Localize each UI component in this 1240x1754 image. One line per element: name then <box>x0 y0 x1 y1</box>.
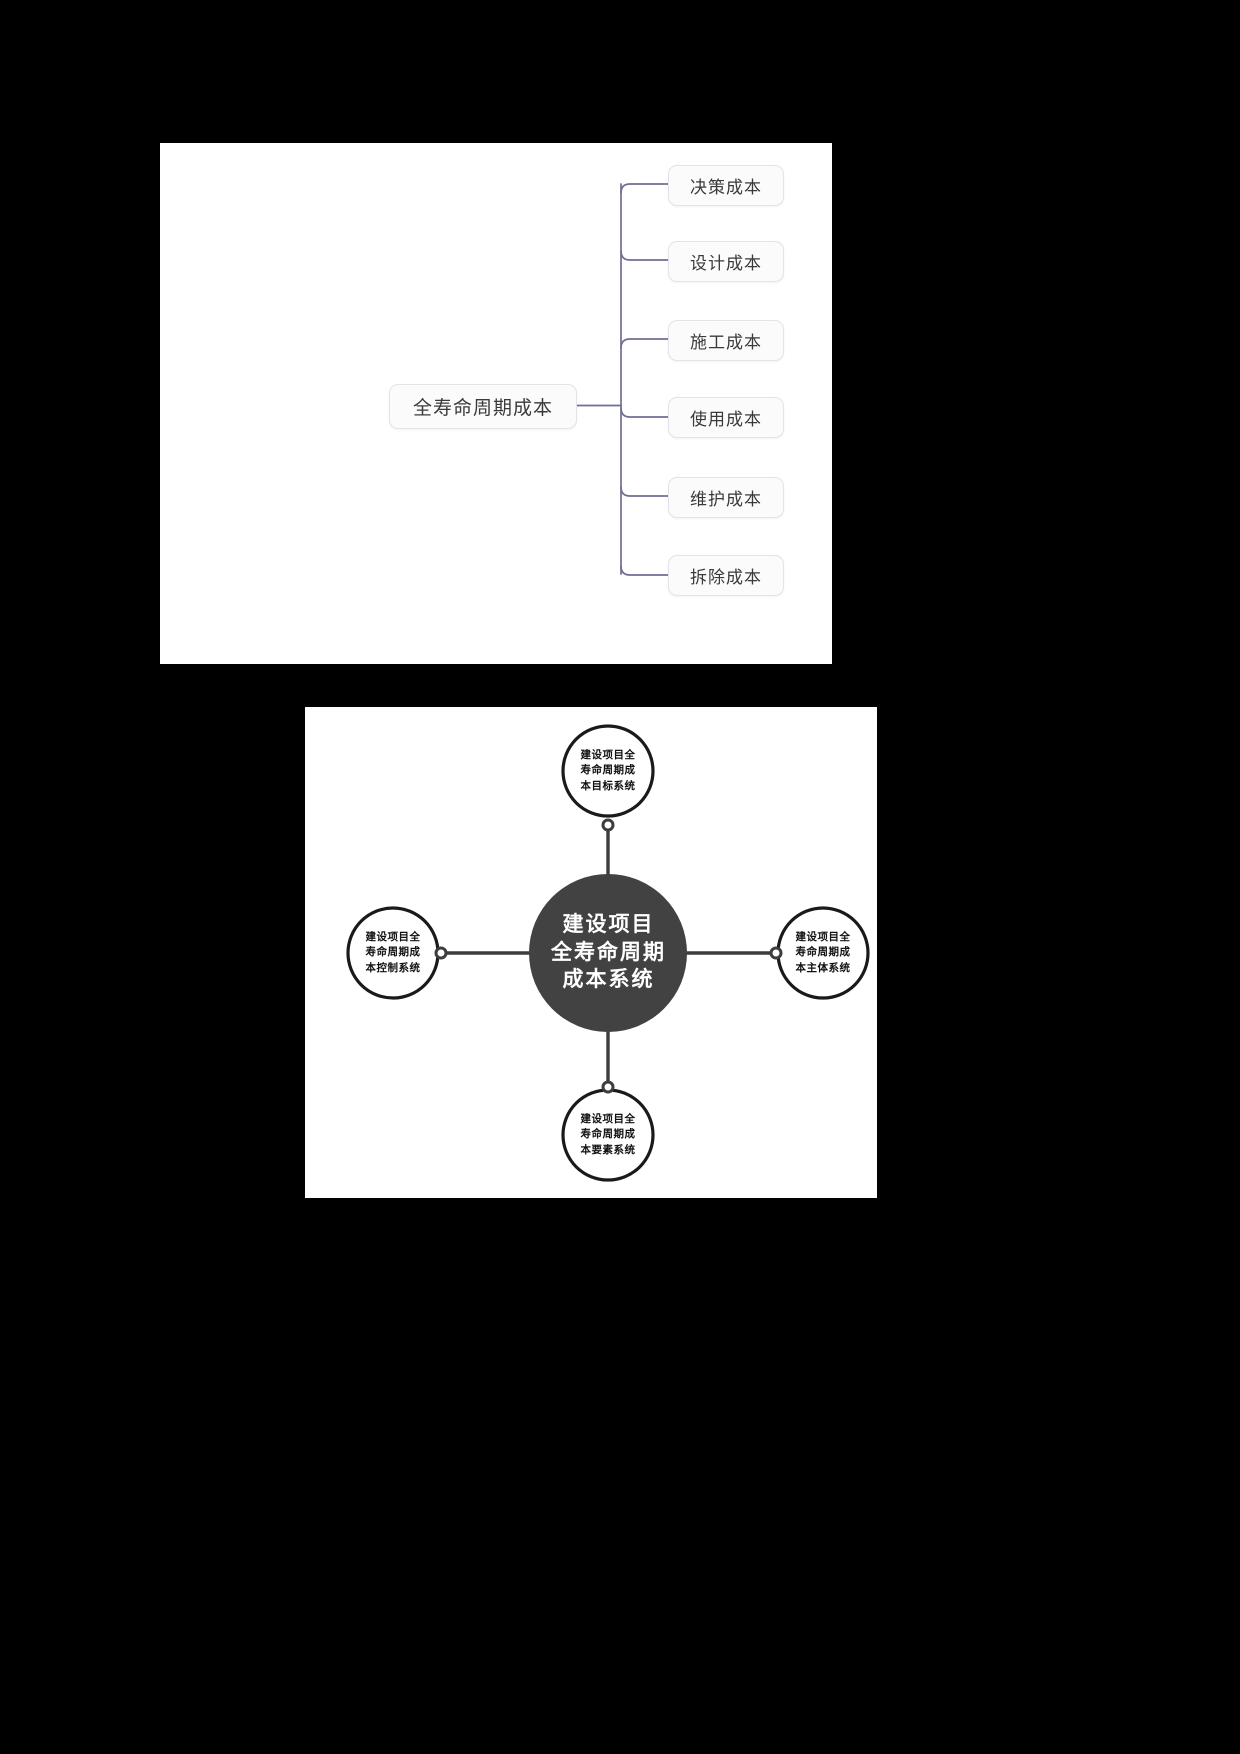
mindmap-node-label: 决策成本 <box>690 178 762 198</box>
hub-diagram-panel: 建设项目 全寿命周期 成本系统 建设项目全 寿命周期成 本目标系统 建设项目全 … <box>305 707 877 1198</box>
connector-branch-3 <box>620 407 669 418</box>
satellite-circle-left[interactable] <box>346 906 440 1000</box>
mindmap-node-demolition-cost[interactable]: 拆除成本 <box>668 555 784 596</box>
satellite-circle-top[interactable] <box>561 724 655 818</box>
satellite-circle-right[interactable] <box>776 906 870 1000</box>
spoke-knob-left <box>434 946 448 960</box>
mindmap-node-decision-cost[interactable]: 决策成本 <box>668 165 784 206</box>
mindmap-connector-layer <box>160 143 832 664</box>
connector-branch-2 <box>620 338 669 349</box>
connector-branch-0 <box>620 183 669 194</box>
mindmap-node-label: 维护成本 <box>690 490 762 510</box>
connector-branch-5 <box>620 565 669 576</box>
mindmap-panel: 全寿命周期成本 决策成本 设计成本 施工成本 使用成本 维护成本 拆除成本 <box>160 143 832 664</box>
mindmap-node-maintenance-cost[interactable]: 维护成本 <box>668 477 784 518</box>
mindmap-node-usage-cost[interactable]: 使用成本 <box>668 397 784 438</box>
connector-branch-4 <box>620 486 669 497</box>
hub-diagram-svg <box>346 724 870 1182</box>
hub-shape-layer <box>305 707 877 1198</box>
mindmap-node-label: 使用成本 <box>690 410 762 430</box>
satellite-circle-bottom[interactable] <box>561 1088 655 1182</box>
mindmap-node-label: 施工成本 <box>690 333 762 353</box>
mindmap-node-construction-cost[interactable]: 施工成本 <box>668 320 784 361</box>
mindmap-root-node[interactable]: 全寿命周期成本 <box>389 384 577 429</box>
spoke-knob-top <box>601 818 615 832</box>
mindmap-node-label: 拆除成本 <box>690 568 762 588</box>
spoke-knob-bottom <box>601 1080 615 1094</box>
mindmap-root-label: 全寿命周期成本 <box>412 397 553 419</box>
mindmap-node-design-cost[interactable]: 设计成本 <box>668 241 784 282</box>
spoke-knob-right <box>769 946 783 960</box>
connector-branch-1 <box>620 250 669 261</box>
hub-center-circle[interactable] <box>529 874 687 1032</box>
mindmap-connectors-svg <box>574 183 669 576</box>
mindmap-node-label: 设计成本 <box>690 254 762 274</box>
